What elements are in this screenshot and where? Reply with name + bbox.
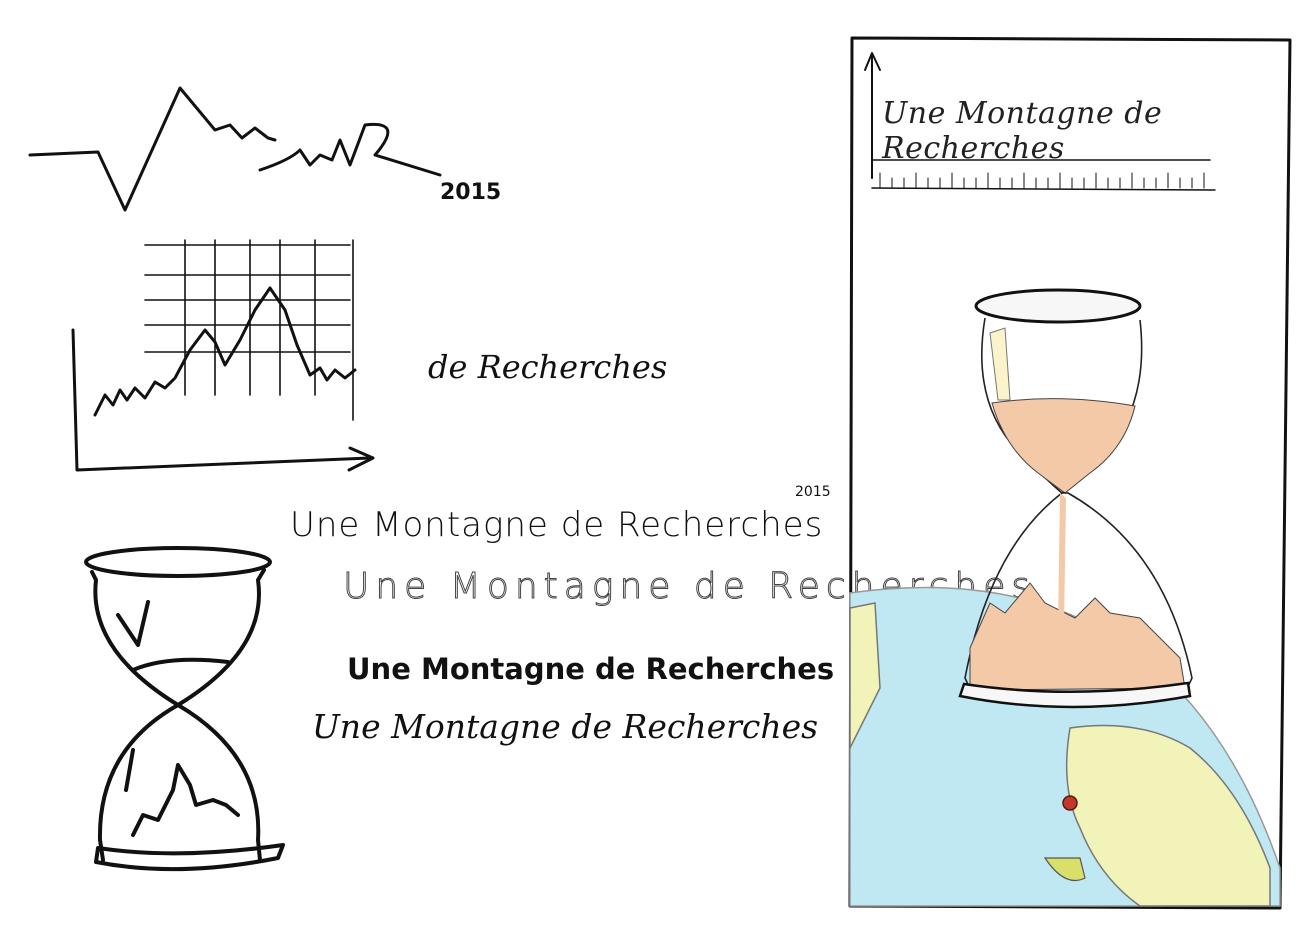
chart-caption: de Recherches — [428, 348, 668, 386]
hourglass-sketch-left — [84, 546, 285, 872]
logo-variant-bold: Une Montagne de Recherches — [347, 652, 835, 686]
signature-year: 2015 — [440, 180, 502, 205]
logo-variant-rounded: Une Montagne de Recherches — [290, 505, 824, 545]
signature-mountain-line — [28, 86, 442, 212]
line-chart-sketch — [71, 239, 375, 472]
poster-title: Une Montagne de Recherches — [882, 96, 1163, 166]
logo-variant-script: Une Montagne de Recherches — [312, 707, 819, 746]
logo-variant-year: 2015 — [795, 484, 831, 500]
poster-frame — [848, 36, 1292, 910]
